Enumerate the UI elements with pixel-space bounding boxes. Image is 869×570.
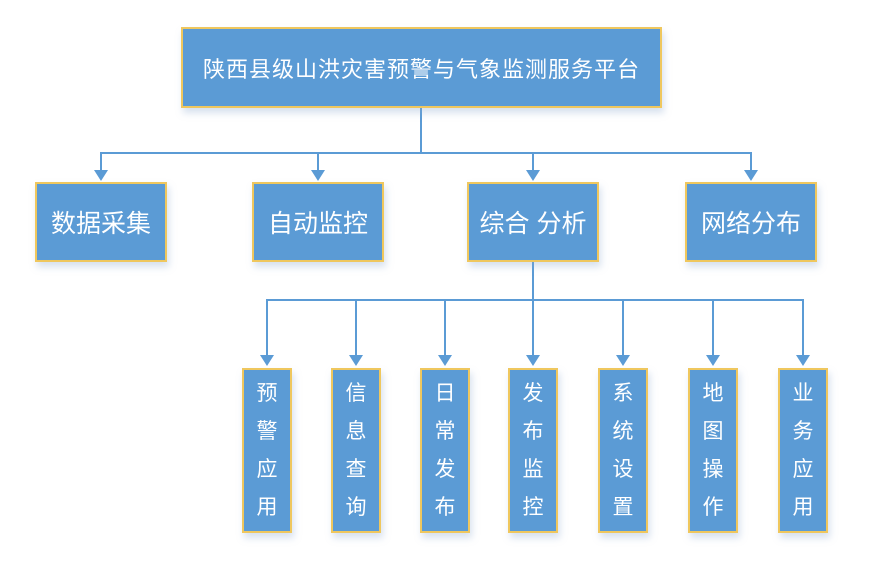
arrowhead-down-icon [796, 355, 810, 366]
node-data-collection: 数据采集 [35, 182, 167, 262]
arrowhead-down-icon [349, 355, 363, 366]
node-auto-monitoring-label: 自动监控 [267, 210, 368, 238]
node-warning-application-label: 预警应用 [256, 381, 278, 519]
node-info-query: 信息查询 [331, 368, 381, 533]
node-business-application-label: 业务应用 [792, 381, 814, 519]
node-map-operation: 地图操作 [688, 368, 738, 533]
arrowhead-down-icon [526, 170, 540, 181]
node-info-query-label: 信息查询 [345, 381, 367, 519]
node-data-collection-label: 数据采集 [50, 210, 151, 238]
arrowhead-down-icon [744, 170, 758, 181]
node-platform-root-label: 陕西县级山洪灾害预警与气象监测服务平台 [202, 56, 640, 82]
arrowhead-down-icon [616, 355, 630, 366]
node-comprehensive-analysis: 综合 分析 [467, 182, 599, 262]
node-auto-monitoring: 自动监控 [252, 182, 384, 262]
node-system-settings: 系统设置 [598, 368, 648, 533]
node-warning-application: 预警应用 [242, 368, 292, 533]
node-map-operation-label: 地图操作 [702, 381, 724, 519]
node-business-application: 业务应用 [778, 368, 828, 533]
node-daily-release: 日常发布 [420, 368, 470, 533]
node-network-distribution-label: 网络分布 [700, 210, 801, 238]
node-release-monitoring-label: 发布监控 [522, 381, 544, 519]
arrowhead-down-icon [94, 170, 108, 181]
arrowhead-down-icon [706, 355, 720, 366]
arrowhead-down-icon [438, 355, 452, 366]
node-network-distribution: 网络分布 [685, 182, 817, 262]
node-comprehensive-analysis-label: 综合 分析 [479, 210, 587, 238]
node-platform-root: 陕西县级山洪灾害预警与气象监测服务平台 [181, 27, 662, 108]
node-daily-release-label: 日常发布 [434, 381, 456, 519]
node-release-monitoring: 发布监控 [508, 368, 558, 533]
arrowhead-down-icon [260, 355, 274, 366]
node-system-settings-label: 系统设置 [612, 381, 634, 519]
arrowhead-down-icon [311, 170, 325, 181]
arrowhead-down-icon [526, 355, 540, 366]
